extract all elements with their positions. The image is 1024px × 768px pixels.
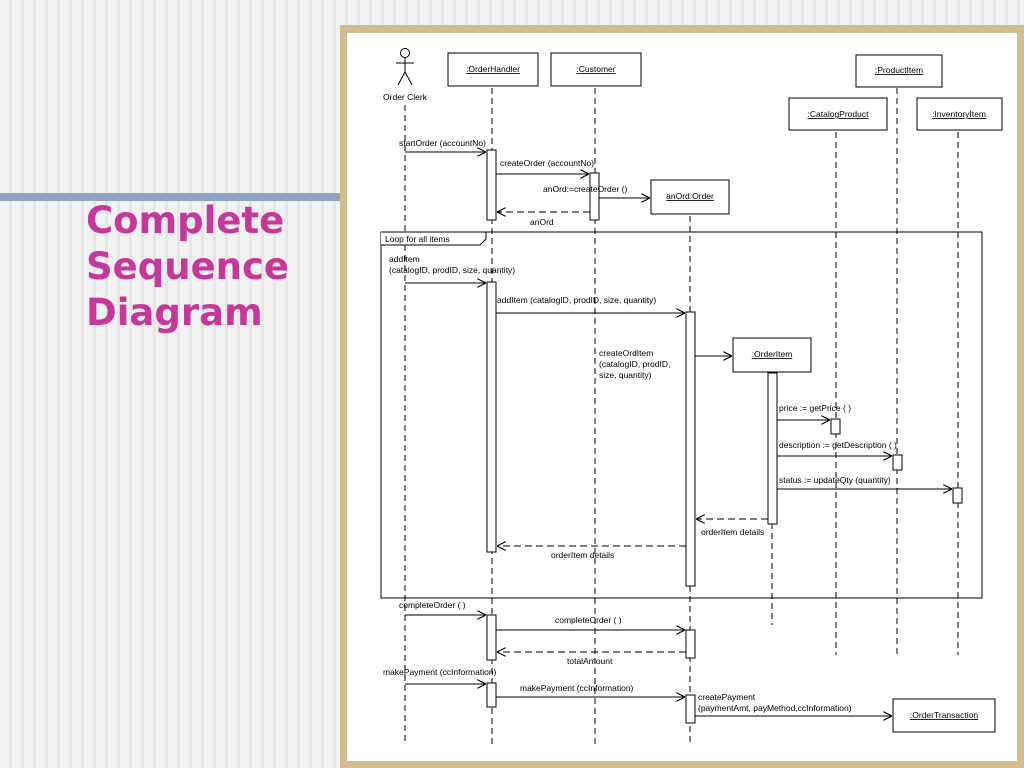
msg-total-amount: totalAmount: [567, 656, 613, 666]
activation-customer-1: [589, 172, 600, 221]
order-label: anOrd:Order: [666, 191, 714, 201]
msg-add-item-1-line-1: addItem: [389, 254, 420, 264]
activation-order-2: [685, 629, 696, 659]
product-item-label: :ProductItem: [875, 65, 923, 75]
message-arrows: [405, 152, 952, 716]
slide-title-line-1: Complete: [86, 199, 285, 242]
slide-accent-stripe: [0, 193, 340, 201]
customer-box: [550, 52, 642, 87]
activation-product-item: [892, 454, 903, 471]
activation-order-item: [767, 372, 778, 525]
msg-get-description: description := getDescription ( ): [779, 440, 897, 450]
sequence-diagram: Order Clerk :OrderHandler :Customer :Pro…: [380, 48, 1003, 745]
activation-order-handler-4: [486, 682, 497, 708]
msg-complete-order-2: completeOrder ( ): [555, 615, 622, 625]
activation-order-handler-2: [486, 281, 497, 553]
order-box: [650, 179, 730, 215]
product-item-box: [855, 54, 943, 88]
msg-create-ord-item-line-1: createOrdItem: [599, 348, 653, 358]
activation-order-1: [685, 311, 696, 587]
catalog-product-box: [788, 97, 888, 131]
msg-get-price: price := getPrice ( ): [779, 403, 851, 413]
order-transaction-box: [892, 698, 996, 733]
msg-order-item-details-2: orderItem details: [551, 550, 614, 560]
slide-title: Complete Sequence Diagram: [86, 198, 326, 336]
slide-title-line-3: Diagram: [86, 291, 263, 334]
inventory-item-label: :InventoryItem: [932, 109, 986, 119]
order-item-label: :OrderItem: [752, 349, 793, 359]
msg-return-anord: anOrd: [530, 217, 554, 227]
activation-inventory-item: [952, 487, 963, 504]
inventory-item-box: [916, 97, 1003, 131]
customer-label: :Customer: [576, 64, 615, 74]
msg-add-item-1-line-2: (catalogID, prodID, size, quantity): [389, 265, 515, 275]
diagram-canvas: Order Clerk :OrderHandler :Customer :Pro…: [347, 33, 1017, 761]
slide-title-line-2: Sequence: [86, 245, 290, 288]
loop-fragment: Loop for all items: [380, 231, 983, 599]
catalog-product-label: :CatalogProduct: [808, 109, 870, 119]
msg-create-payment-line-2: (paymentAmt, payMethod,ccInformation): [698, 703, 852, 713]
msg-make-payment-1: makePayment (ccInformation): [383, 667, 497, 677]
msg-create-ord-item-line-2: (catalogID, prodID,: [599, 359, 670, 369]
msg-update-qty: status := updateQty (quantity): [779, 475, 891, 485]
msg-start-order: startOrder (accountNo): [399, 138, 486, 148]
msg-create-payment-line-1: createPayment: [698, 692, 756, 702]
order-item-box: [732, 337, 812, 373]
diagram-frame: Order Clerk :OrderHandler :Customer :Pro…: [340, 25, 1024, 768]
order-handler-box: [447, 52, 539, 87]
msg-complete-order-1: completeOrder ( ): [399, 600, 466, 610]
msg-order-item-details-1: orderItem details: [701, 527, 764, 537]
order-clerk-label: Order Clerk: [383, 92, 428, 102]
activation-order-handler-1: [486, 149, 497, 221]
activation-bars: [486, 149, 963, 724]
order-transaction-label: :OrderTransaction: [910, 710, 978, 720]
msg-make-payment-2: makePayment (ccInformation): [520, 683, 634, 693]
order-clerk-actor-icon: [396, 48, 414, 86]
activation-order-3: [685, 694, 696, 724]
object-boxes: [447, 52, 1003, 733]
msg-create-order-customer: createOrder (accountNo): [500, 158, 594, 168]
activation-catalog-product: [830, 418, 841, 435]
loop-fragment-label: Loop for all items: [385, 234, 450, 244]
order-handler-label: :OrderHandler: [466, 64, 520, 74]
return-arrows: [497, 212, 768, 652]
msg-add-item-2: addItem (catalogID, prodID, size, quanti…: [497, 295, 656, 305]
msg-create-order-ord: anOrd:=createOrder (): [543, 184, 627, 194]
msg-create-ord-item-line-3: size, quantity): [599, 370, 652, 380]
activation-order-handler-3: [486, 614, 497, 661]
